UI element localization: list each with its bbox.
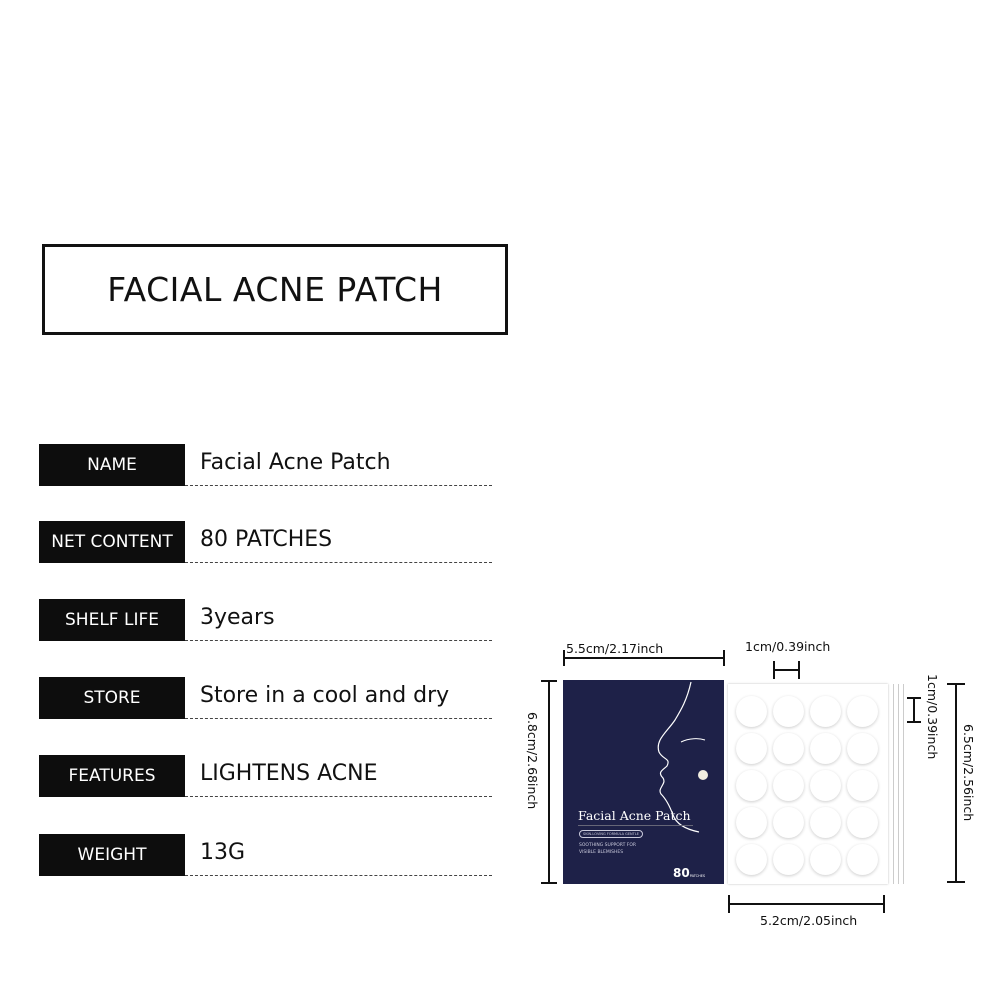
dimension-tick	[947, 881, 965, 883]
dimension-line	[773, 669, 800, 671]
spec-label: NET CONTENT	[39, 521, 185, 563]
patch-circle	[736, 733, 767, 764]
sheet-height-label: 6.5cm/2.56inch	[961, 724, 976, 822]
dimension-tick	[723, 650, 725, 666]
dimension-line	[913, 697, 915, 723]
dimension-line	[548, 680, 550, 884]
spec-label: NAME	[39, 444, 185, 486]
patch-circle	[810, 844, 841, 875]
patch-circle	[773, 696, 804, 727]
spec-label: FEATURES	[39, 755, 185, 797]
package-front: Facial Acne Patch SKIN-LOVING FORMULA GE…	[563, 680, 724, 884]
dimension-line	[563, 657, 725, 659]
package-height-label: 6.8cm/2.68inch	[525, 712, 540, 810]
patch-circle	[736, 807, 767, 838]
package-tagline: SKIN-LOVING FORMULA GENTLE	[579, 830, 643, 838]
patch-sheet	[728, 684, 888, 884]
patch-circle	[773, 770, 804, 801]
patch-circle	[810, 807, 841, 838]
face-outline-icon	[657, 681, 708, 833]
sheet-edge	[903, 684, 904, 884]
dashed-divider	[185, 718, 492, 719]
sheet-edge	[898, 684, 899, 884]
patch-circle	[847, 696, 878, 727]
package-name: Facial Acne Patch	[578, 808, 691, 823]
dashed-divider	[185, 485, 492, 486]
package-width-label: 5.5cm/2.17inch	[566, 641, 664, 656]
spec-value: Store in a cool and dry	[200, 683, 450, 708]
dimension-line	[955, 683, 957, 883]
dimension-tick	[563, 650, 565, 666]
sheet-edge	[893, 684, 894, 884]
patch-circle	[810, 696, 841, 727]
divider	[578, 825, 693, 826]
patch-circle	[810, 770, 841, 801]
patch-circle	[736, 696, 767, 727]
patch-circle	[810, 733, 841, 764]
spec-label: WEIGHT	[39, 834, 185, 876]
dashed-divider	[185, 875, 492, 876]
package-count: 80PATCHES	[673, 866, 706, 880]
title-box: FACIAL ACNE PATCH	[42, 244, 508, 335]
patch-circle	[773, 733, 804, 764]
dimension-tick	[907, 721, 921, 723]
patch-circle	[847, 733, 878, 764]
patch-circle	[773, 807, 804, 838]
patch-height-label: 1cm/0.39inch	[925, 674, 940, 760]
patch-circle	[847, 807, 878, 838]
spec-value: 3years	[200, 605, 275, 630]
spec-value: Facial Acne Patch	[200, 450, 391, 475]
dimension-tick	[947, 683, 965, 685]
dashed-divider	[185, 640, 492, 641]
patch-circle	[773, 844, 804, 875]
patch-circle	[736, 844, 767, 875]
patch-circle	[847, 844, 878, 875]
dashed-divider	[185, 562, 492, 563]
sheet-width-label: 5.2cm/2.05inch	[760, 913, 858, 928]
dimension-line	[728, 903, 885, 905]
spec-value: 80 PATCHES	[200, 527, 333, 552]
spec-label: SHELF LIFE	[39, 599, 185, 641]
package-description: SOOTHING SUPPORT FOR VISIBLE BLEMISHES	[579, 843, 637, 855]
dimension-tick	[728, 895, 730, 913]
spec-value: 13G	[200, 840, 246, 865]
dashed-divider	[185, 796, 492, 797]
dimension-tick	[541, 882, 557, 884]
dimension-tick	[907, 697, 921, 699]
dimension-tick	[541, 680, 557, 682]
page-title: FACIAL ACNE PATCH	[107, 270, 443, 309]
spec-value: LIGHTENS ACNE	[200, 761, 378, 786]
patch-width-label: 1cm/0.39inch	[745, 639, 831, 654]
spec-label: STORE	[39, 677, 185, 719]
dimension-tick	[798, 661, 800, 679]
dimension-tick	[773, 661, 775, 679]
dimension-tick	[883, 895, 885, 913]
patch-circle	[736, 770, 767, 801]
patch-circle	[847, 770, 878, 801]
